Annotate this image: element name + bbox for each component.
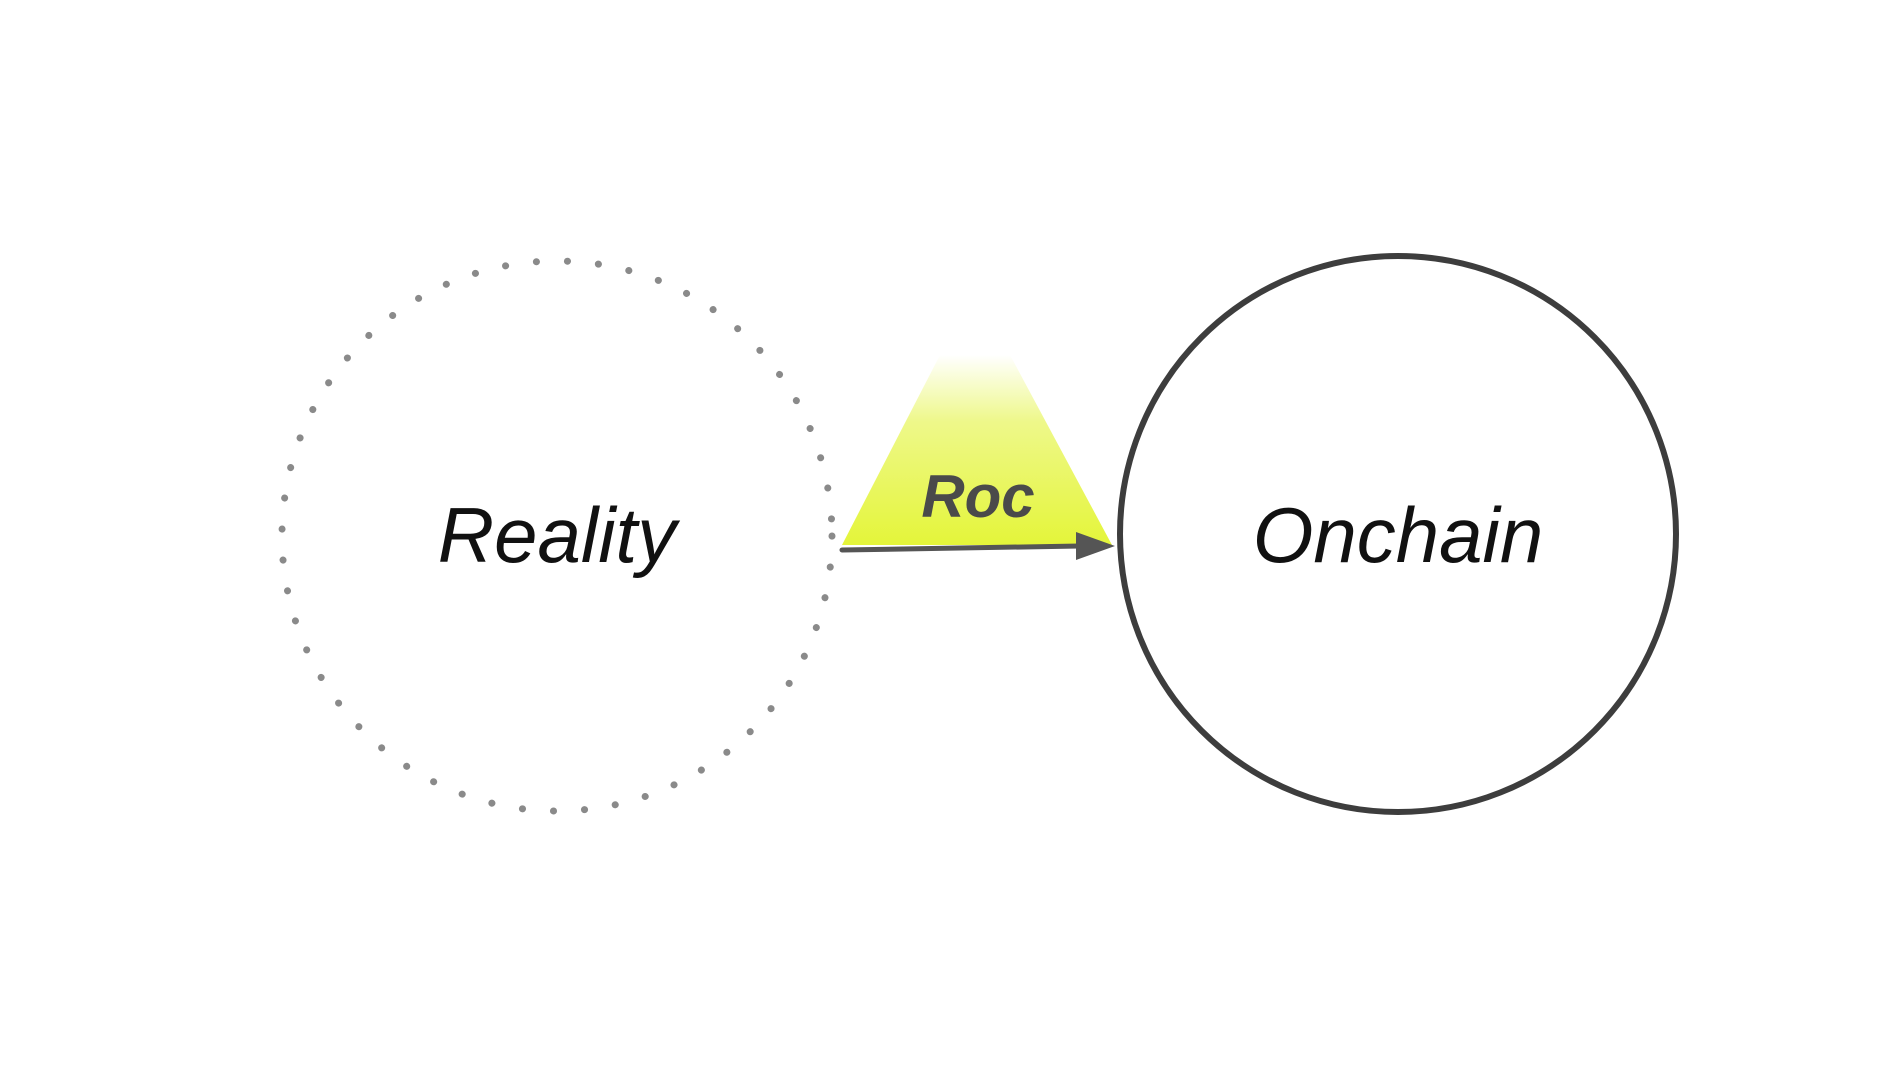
onchain-node-label: Onchain [1253,491,1544,579]
roc-bridge: Roc [839,355,1115,560]
roc-arrow-shaft [839,543,1083,553]
onchain-node: Onchain [1117,253,1679,815]
roc-arrow-head-icon [1076,532,1115,560]
roc-bridge-label: Roc [921,463,1034,530]
roc-highlight-shape [842,355,1112,545]
reality-node-circle [278,257,836,815]
onchain-node-circle [1117,253,1679,815]
reality-node: Reality [278,257,836,815]
reality-node-label: Reality [438,491,680,579]
